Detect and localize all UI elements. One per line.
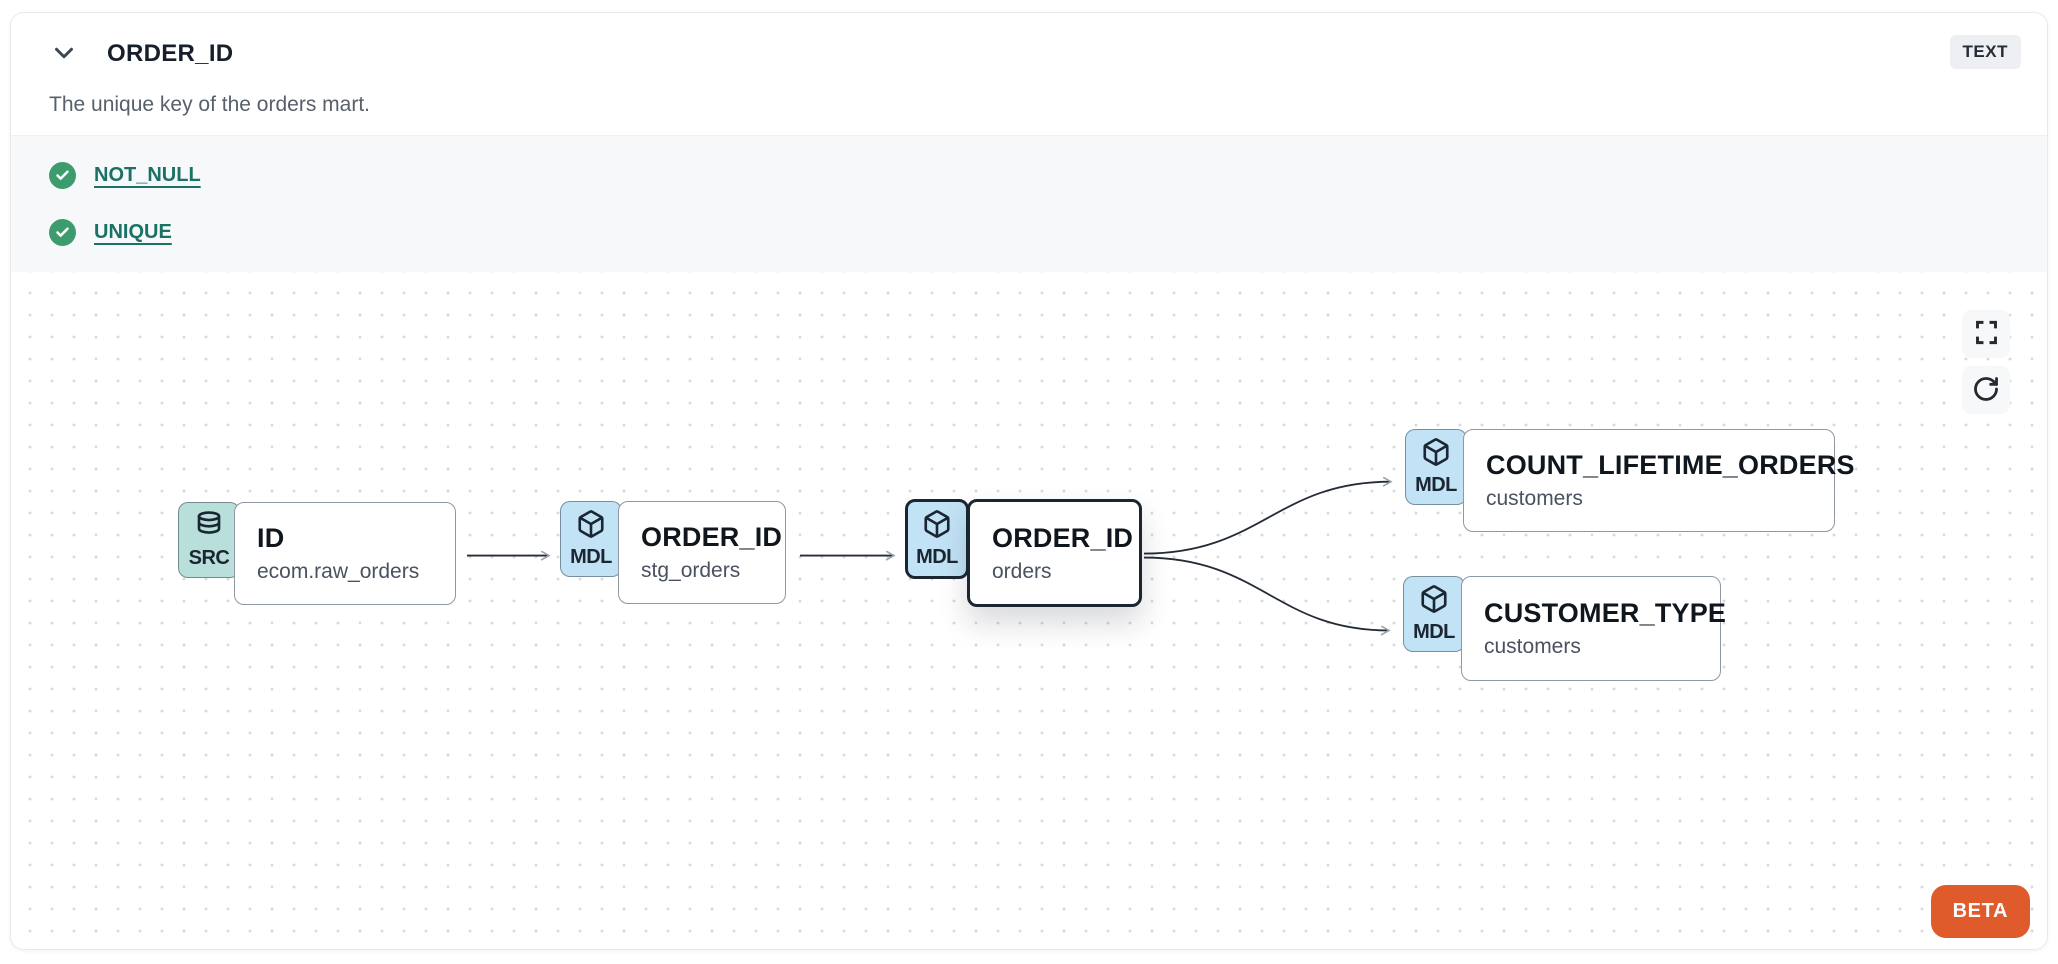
- lineage-node-order-id-orders-selected[interactable]: ORDER_ID orders: [967, 499, 1142, 607]
- lineage-node-count-lifetime-orders[interactable]: COUNT_LIFETIME_ORDERS customers: [1463, 429, 1855, 532]
- node-badge-label: MDL: [1415, 474, 1457, 496]
- test-row: UNIQUE: [49, 219, 2019, 246]
- fullscreen-icon: [1973, 319, 2000, 349]
- tests-section: NOT_NULL UNIQUE: [11, 135, 2047, 272]
- node-subtitle: orders: [992, 559, 1052, 583]
- cube-icon: [1419, 584, 1449, 619]
- lineage-node-customer-type[interactable]: CUSTOMER_TYPE customers: [1461, 576, 1727, 681]
- database-icon: [194, 510, 224, 545]
- refresh-button[interactable]: [1962, 366, 2010, 414]
- node-subtitle: customers: [1484, 635, 1581, 658]
- cube-icon: [576, 509, 606, 544]
- test-row: NOT_NULL: [49, 162, 2019, 189]
- node-title: COUNT_LIFETIME_ORDERS: [1486, 450, 1855, 480]
- lineage-canvas[interactable]: SRC ID ecom.raw_orders MDL ORDER_ID stg_…: [11, 272, 2047, 949]
- node-title: CUSTOMER_TYPE: [1484, 598, 1727, 628]
- node-badge-label: MDL: [570, 546, 612, 568]
- node-title: ORDER_ID: [641, 522, 783, 552]
- test-link-unique[interactable]: UNIQUE: [94, 221, 172, 243]
- check-icon: [49, 162, 76, 189]
- node-badge-model[interactable]: MDL: [1403, 576, 1465, 652]
- node-title: ID: [257, 523, 285, 553]
- fullscreen-button[interactable]: [1962, 310, 2010, 358]
- cube-icon: [1421, 437, 1451, 472]
- node-badge-model[interactable]: MDL: [1405, 429, 1467, 505]
- beta-badge: BETA: [1930, 885, 2030, 938]
- lineage-node-order-id-stg-orders[interactable]: ORDER_ID stg_orders: [618, 501, 786, 604]
- cube-icon: [922, 509, 952, 544]
- node-subtitle: stg_orders: [641, 559, 741, 582]
- refresh-icon: [1972, 375, 2000, 406]
- lineage-edges: [467, 272, 2047, 949]
- node-subtitle: customers: [1486, 487, 1583, 510]
- node-badge-model[interactable]: MDL: [560, 501, 622, 577]
- node-badge-model[interactable]: MDL: [905, 499, 969, 579]
- node-title: ORDER_ID: [992, 522, 1134, 553]
- node-subtitle: ecom.raw_orders: [257, 560, 420, 583]
- column-details-panel: ORDER_ID TEXT The unique key of the orde…: [10, 12, 2048, 950]
- node-badge-label: SRC: [188, 547, 230, 569]
- column-title: ORDER_ID: [107, 40, 234, 67]
- data-type-badge: TEXT: [1949, 35, 2021, 69]
- node-badge-label: MDL: [916, 546, 958, 568]
- node-badge-label: MDL: [1413, 621, 1455, 643]
- panel-header: ORDER_ID TEXT The unique key of the orde…: [11, 13, 2047, 135]
- node-badge-source[interactable]: SRC: [178, 502, 240, 578]
- column-description: The unique key of the orders mart.: [49, 93, 370, 116]
- check-icon: [49, 219, 76, 246]
- test-link-not-null[interactable]: NOT_NULL: [94, 164, 201, 186]
- chevron-down-icon: [49, 38, 79, 71]
- lineage-node-id-raw-orders[interactable]: ID ecom.raw_orders: [234, 502, 456, 605]
- collapse-button[interactable]: [47, 37, 81, 71]
